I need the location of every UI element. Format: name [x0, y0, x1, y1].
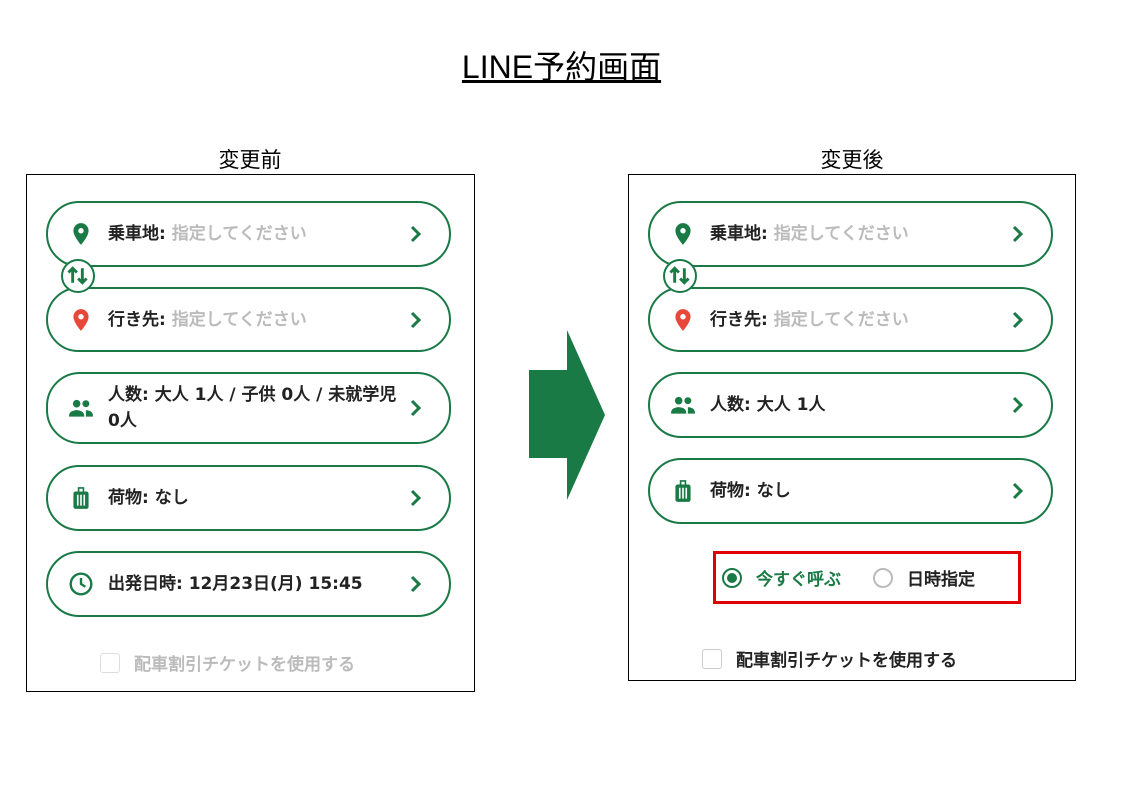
- swap-button[interactable]: [663, 259, 697, 293]
- arrow-right-icon: [529, 330, 605, 500]
- location-pin-icon: [68, 307, 94, 333]
- destination-field[interactable]: 行き先: 指定してください: [46, 287, 451, 352]
- pickup-label: 乗車地:: [710, 224, 768, 244]
- highlight-box: 今すぐ呼ぶ 日時指定: [713, 551, 1021, 604]
- destination-placeholder: 指定してください: [171, 309, 307, 330]
- departure-field[interactable]: 出発日時: 12月23日(月) 15:45: [46, 551, 451, 617]
- luggage-icon: [68, 485, 94, 511]
- swap-button[interactable]: [61, 259, 95, 293]
- page-title: LINE予約画面: [461, 49, 662, 85]
- radio-scheduled-label: 日時指定: [907, 570, 975, 590]
- passengers-label: 人数: 大人 1人: [710, 395, 826, 415]
- departure-label: 出発日時: 12月23日(月) 15:45: [108, 574, 363, 594]
- coupon-checkbox[interactable]: 配車割引チケットを使用する: [702, 646, 957, 671]
- location-pin-icon: [670, 221, 696, 247]
- checkbox-icon: [100, 652, 120, 673]
- pickup-placeholder: 指定してください: [171, 224, 307, 244]
- coupon-checkbox[interactable]: 配車割引チケットを使用する: [100, 650, 355, 675]
- radio-call-now-label: 今すぐ呼ぶ: [756, 570, 841, 590]
- chevron-right-icon: [1011, 395, 1025, 415]
- radio-unselected-icon: [873, 567, 893, 588]
- coupon-label: 配車割引チケットを使用する: [736, 651, 957, 671]
- destination-label: 行き先:: [710, 309, 768, 330]
- people-icon: [670, 392, 696, 418]
- swap-icon: [665, 261, 694, 290]
- chevron-right-icon: [1011, 481, 1025, 501]
- coupon-label: 配車割引チケットを使用する: [134, 655, 355, 675]
- pickup-field[interactable]: 乗車地: 指定してください: [648, 201, 1053, 267]
- location-pin-icon: [670, 307, 696, 333]
- checkbox-icon: [702, 648, 722, 669]
- chevron-right-icon: [1011, 310, 1025, 330]
- luggage-field[interactable]: 荷物: なし: [46, 465, 451, 531]
- passengers-field[interactable]: 人数: 大人 1人 / 子供 0人 / 未就学児 0人: [46, 372, 451, 444]
- destination-label: 行き先:: [108, 309, 166, 330]
- swap-icon: [63, 261, 92, 290]
- radio-scheduled[interactable]: 日時指定: [873, 565, 975, 590]
- destination-field[interactable]: 行き先: 指定してください: [648, 287, 1053, 352]
- luggage-field[interactable]: 荷物: なし: [648, 458, 1053, 524]
- pickup-field[interactable]: 乗車地: 指定してください: [46, 201, 451, 267]
- radio-selected-icon: [722, 567, 742, 588]
- chevron-right-icon: [409, 310, 423, 330]
- chevron-right-icon: [1011, 224, 1025, 244]
- people-icon: [68, 395, 94, 421]
- chevron-right-icon: [409, 224, 423, 244]
- clock-icon: [68, 571, 94, 597]
- after-panel: 乗車地: 指定してください 行き先: 指定してください 人数: 大人 1人 荷物…: [628, 174, 1076, 681]
- pickup-placeholder: 指定してください: [773, 224, 909, 244]
- location-pin-icon: [68, 221, 94, 247]
- luggage-label: 荷物: なし: [108, 488, 189, 508]
- luggage-icon: [670, 478, 696, 504]
- luggage-label: 荷物: なし: [710, 481, 791, 501]
- radio-call-now[interactable]: 今すぐ呼ぶ: [722, 565, 841, 590]
- before-panel: 乗車地: 指定してください 行き先: 指定してください 人数: 大人 1人 / …: [26, 174, 475, 692]
- after-caption: 変更後: [820, 148, 884, 172]
- chevron-right-icon: [409, 398, 423, 418]
- passengers-field[interactable]: 人数: 大人 1人: [648, 372, 1053, 438]
- chevron-right-icon: [409, 574, 423, 594]
- before-caption: 変更前: [218, 148, 282, 172]
- passengers-label: 人数: 大人 1人 / 子供 0人 / 未就学児 0人: [108, 385, 397, 431]
- pickup-label: 乗車地:: [108, 224, 166, 244]
- destination-placeholder: 指定してください: [773, 309, 909, 330]
- chevron-right-icon: [409, 488, 423, 508]
